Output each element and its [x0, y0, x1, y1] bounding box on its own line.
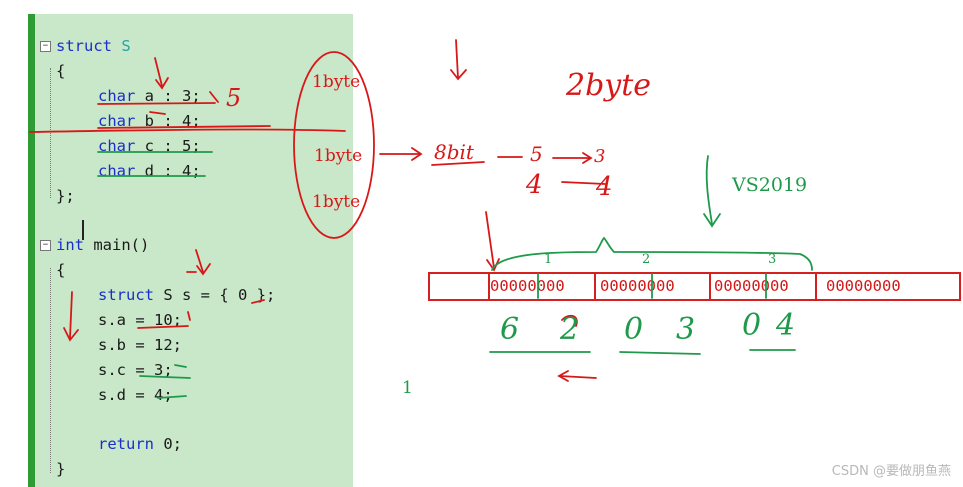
- memory-divider: [815, 274, 817, 299]
- hex-digit-6: 6: [500, 312, 520, 347]
- stray-one: 1: [402, 378, 413, 398]
- brace-label-2: 2: [642, 252, 651, 267]
- code-line: struct S s = { 0 };: [98, 286, 276, 304]
- hex-digit-0a: 0: [624, 312, 644, 347]
- memory-byte-3: 00000000: [714, 277, 789, 295]
- memory-byte-2: 00000000: [600, 277, 675, 295]
- hex-digit-3: 3: [676, 312, 696, 347]
- brace-label-1: 1: [544, 252, 553, 267]
- code-lines: struct S { char a : 3; char b : 4; char …: [28, 14, 353, 487]
- text-cursor: [82, 220, 84, 240]
- memory-byte-1: 00000000: [490, 277, 565, 295]
- main-fold-guide: [50, 268, 51, 473]
- code-line: }: [56, 460, 66, 478]
- code-line: char c : 5;: [98, 137, 201, 155]
- fold-toggle-main[interactable]: −: [40, 240, 51, 251]
- code-line: char b : 4;: [98, 112, 201, 130]
- memory-divider: [488, 274, 490, 299]
- memory-byte-4: 00000000: [826, 277, 901, 295]
- code-line: {: [56, 261, 66, 279]
- editor-gutter-bar: [28, 14, 35, 487]
- memory-bytes-row: 00000000 00000000 00000000 00000000: [428, 272, 961, 301]
- hex-digit-0b: 0: [742, 308, 762, 343]
- label-four-left: 4: [526, 170, 543, 200]
- label-8bit: 8bit: [434, 140, 474, 164]
- code-line: s.c = 3;: [98, 361, 173, 379]
- label-1byte-top: 1byte: [312, 72, 361, 92]
- label-four-right: 4: [596, 172, 613, 202]
- byte-ellipse: [293, 51, 375, 239]
- code-editor: − − struct S { char a : 3; char b : 4; c…: [28, 14, 353, 487]
- code-line: struct S: [56, 37, 131, 55]
- label-1byte-middle: 1byte: [314, 146, 363, 166]
- memory-divider: [594, 274, 596, 299]
- code-line: int main(): [56, 236, 150, 254]
- hex-digit-4: 4: [776, 308, 796, 343]
- split-line: [29, 128, 346, 133]
- fold-toggle-struct[interactable]: −: [40, 41, 51, 52]
- code-line: s.d = 4;: [98, 386, 173, 404]
- code-line: return 0;: [98, 435, 182, 453]
- label-vs2019: VS2019: [732, 174, 808, 196]
- code-line: s.b = 12;: [98, 336, 182, 354]
- memory-divider: [709, 274, 711, 299]
- csdn-watermark: CSDN @要做朋鱼燕: [831, 464, 951, 479]
- code-line: };: [56, 187, 75, 205]
- label-code-five: 5: [226, 84, 242, 112]
- hex-digit-2: 2: [560, 312, 580, 347]
- brace-label-3: 3: [768, 252, 777, 267]
- code-line: char a : 3;: [98, 87, 201, 105]
- label-three: 3: [594, 146, 606, 167]
- struct-fold-guide: [50, 68, 51, 198]
- label-five: 5: [530, 142, 543, 166]
- code-line: {: [56, 62, 66, 80]
- label-1byte-bottom: 1byte: [312, 192, 361, 212]
- label-2byte: 2byte: [566, 68, 652, 103]
- code-line: s.a = 10;: [98, 311, 182, 329]
